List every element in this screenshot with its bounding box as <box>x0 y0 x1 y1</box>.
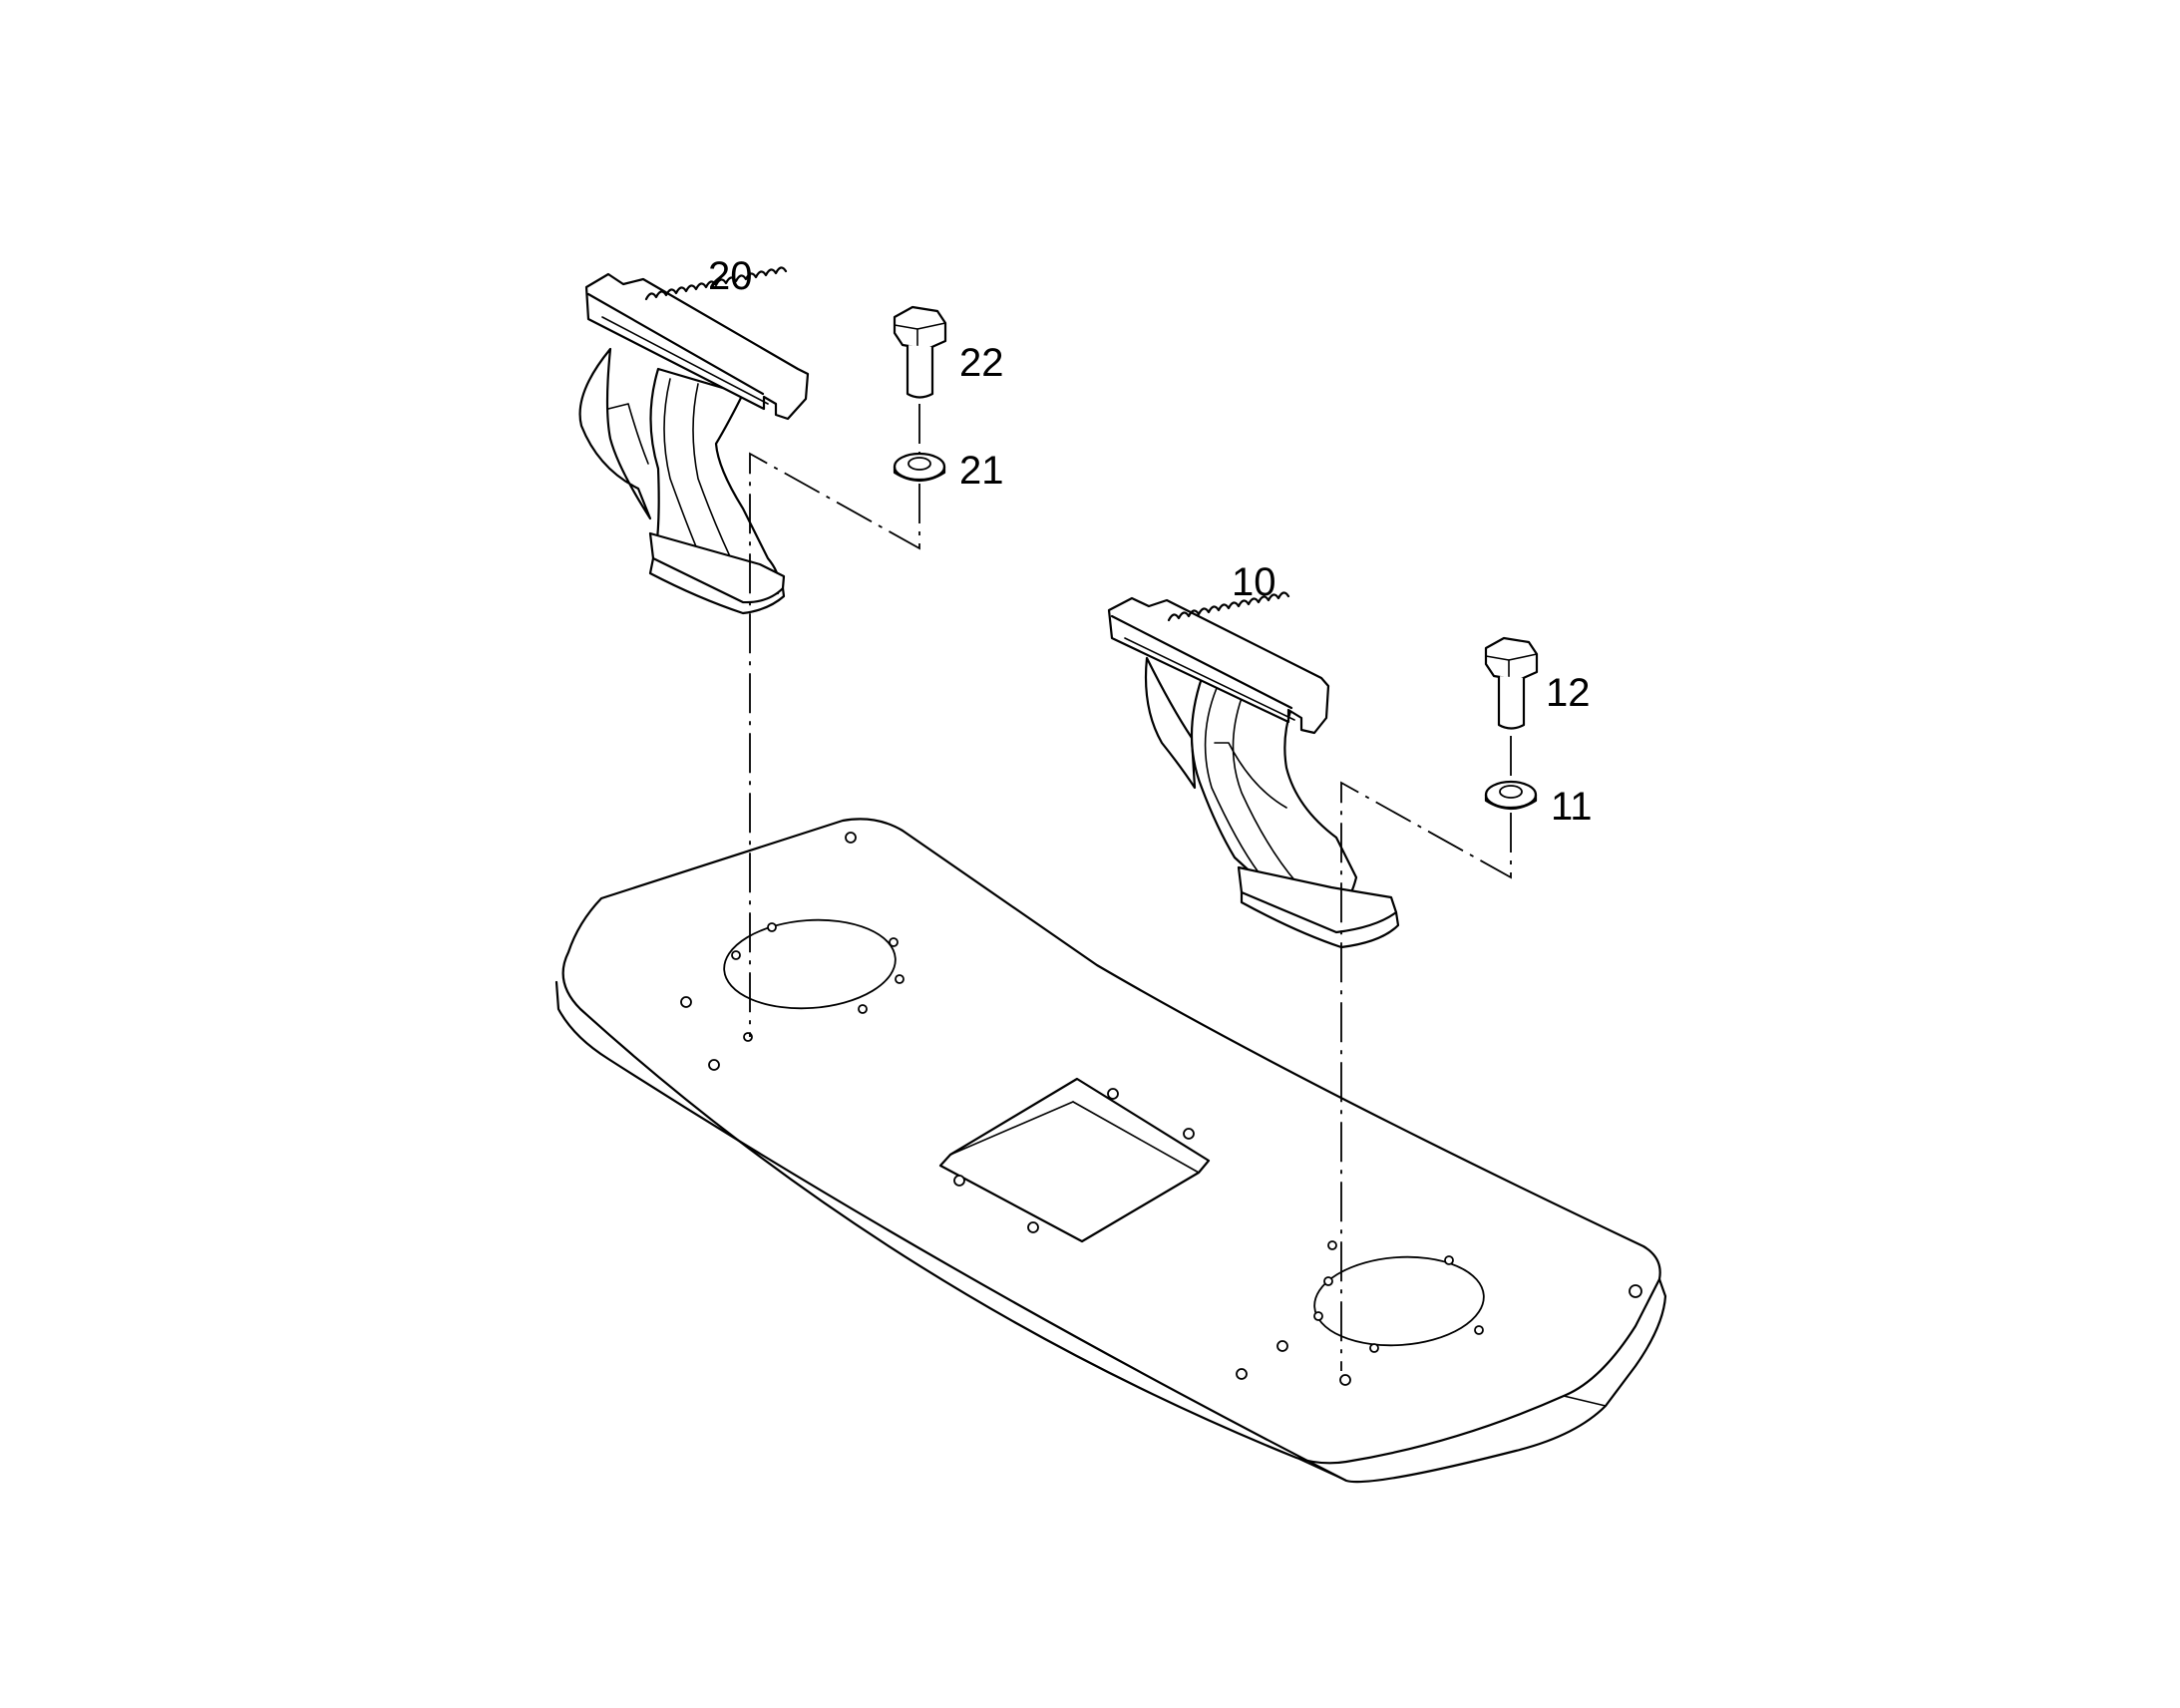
washer-21 <box>893 452 946 483</box>
callout-12: 12 <box>1546 671 1591 715</box>
assembly-centerlines <box>749 404 1512 1371</box>
callout-11: 11 <box>1551 785 1593 829</box>
callout-21: 21 <box>959 449 1004 493</box>
plate-hole-right <box>1313 1255 1485 1347</box>
plate-hole-left <box>723 918 897 1010</box>
callout-labels: 20 22 21 10 12 11 <box>708 254 1593 829</box>
bolt-12 <box>1484 636 1539 730</box>
bolt-22 <box>893 305 947 399</box>
callout-22: 22 <box>959 341 1004 385</box>
callout-10: 10 <box>1232 560 1276 604</box>
washer-11 <box>1484 780 1538 811</box>
callout-20: 20 <box>708 254 753 298</box>
step-bracket-left <box>578 266 810 615</box>
step-bracket-right <box>1107 591 1400 949</box>
base-plate <box>554 818 1667 1484</box>
plate-bolt-holes <box>680 832 1642 1386</box>
